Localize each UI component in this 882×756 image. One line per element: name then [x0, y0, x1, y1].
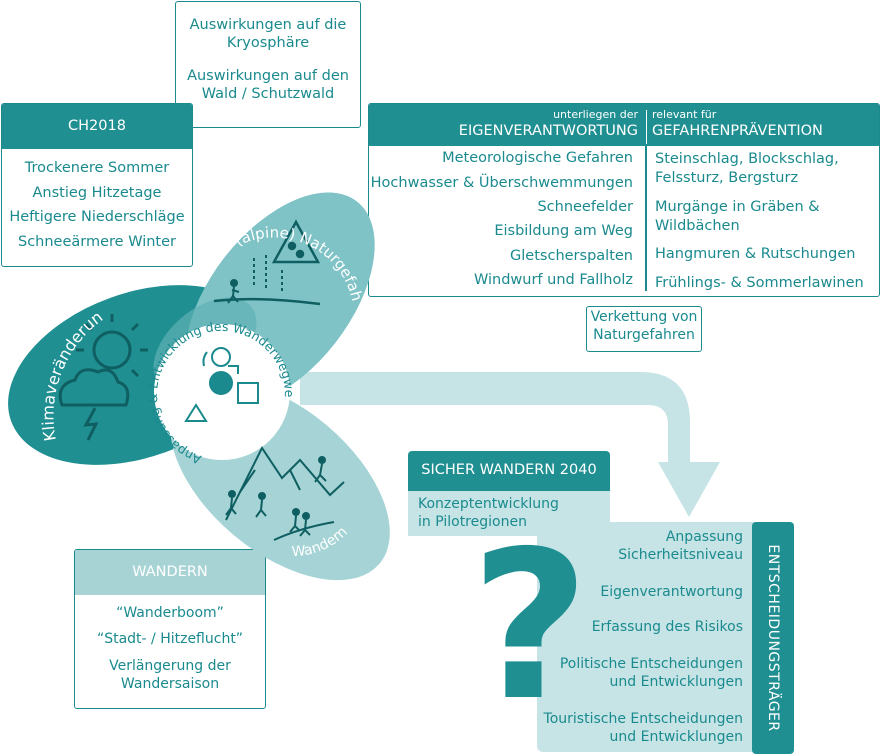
decision-item: Politische Entscheidungen und Entwicklun… [559, 656, 743, 690]
ch2018-item: Heftigere Niederschläge [9, 209, 185, 225]
decision-item: Erfassung des Risikos [591, 619, 743, 635]
storm-cloud-icon [58, 368, 130, 441]
self-responsibility-item: Schneefelder [537, 199, 633, 215]
ch2018-item: Anstieg Hitzetage [32, 185, 162, 201]
hazards-left-small: unterliegen der [553, 108, 638, 121]
self-responsibility-item: Meteorologische Gefahren [442, 150, 633, 166]
wandern-header: WANDERN [75, 550, 265, 595]
hazards-header-divider [646, 110, 647, 144]
ch2018-title: CH2018 [68, 118, 126, 134]
impacts-box [175, 1, 361, 128]
decision-panel [537, 522, 759, 752]
rockfall-warning-icon [271, 219, 321, 264]
flow-arrow-shape [300, 372, 720, 517]
self-responsibility-item: Windwurf und Fallholz [473, 272, 633, 288]
sicher-wandern-subtitle: Konzeptentwicklung in Pilotregionen [418, 496, 559, 530]
hazards-right-small: relevant für [652, 108, 717, 121]
wandern-item: Verlängerung der Wandersaison [109, 658, 231, 692]
ch2018-item: Trockenere Sommer [24, 160, 170, 176]
hazard-chain-label: Verkettung von Naturgefahren [590, 309, 698, 343]
question-mark: ? [470, 508, 590, 746]
prevention-item: Murgänge in Gräben & Wildbächen [655, 199, 820, 234]
prevention-item: Frühlings- & Sommerlawinen [655, 275, 864, 291]
hiker-rockfall-icon [213, 255, 321, 306]
wandern-title: WANDERN [132, 564, 208, 580]
hazards-right-title: GEFAHRENPRÄVENTION [652, 123, 823, 139]
decision-title-bar [752, 522, 794, 754]
hazard-chain-box [586, 306, 702, 352]
adaptation-icon [184, 347, 259, 422]
decision-item: Touristische Entscheidungen und Entwickl… [543, 711, 743, 745]
mountains-hikers-icon [225, 446, 345, 541]
self-responsibility-item: Eisbildung am Weg [494, 223, 633, 239]
wandern-box: WANDERN [74, 549, 266, 709]
impacts-forest: Auswirkungen auf den Wald / Schutzwald [187, 68, 349, 103]
sicher-wandern-body [408, 491, 610, 536]
ch2018-box: CH2018 [1, 103, 193, 267]
hazards-column-divider [645, 146, 647, 291]
prevention-item: Steinschlag, Blockschlag, Felssturz, Ber… [655, 151, 839, 186]
ch2018-item: Schneeärmere Winter [17, 234, 176, 250]
ch2018-header: CH2018 [2, 104, 192, 149]
hazards-left-title: EIGENVERANTWORTUNG [458, 123, 638, 139]
prevention-item: Hangmuren & Rutschungen [655, 246, 856, 262]
impacts-cryosphere: Auswirkungen auf die Kryosphäre [189, 17, 347, 52]
hazards-header [369, 104, 879, 146]
hazards-box [368, 103, 880, 297]
self-responsibility-item: Gletscherspalten [510, 248, 633, 264]
sicher-wandern-header [408, 451, 610, 491]
decision-item: Eigenverantwortung [600, 584, 743, 600]
wandern-item: “Wanderboom” [116, 605, 224, 621]
decision-item: Anpassung Sicherheitsniveau [618, 529, 743, 563]
sicher-wandern-title: SICHER WANDERN 2040 [421, 462, 597, 478]
wandern-item: “Stadt- / Hitzeflucht” [96, 631, 244, 647]
self-responsibility-item: Hochwasser & Überschwemmungen [370, 175, 633, 191]
